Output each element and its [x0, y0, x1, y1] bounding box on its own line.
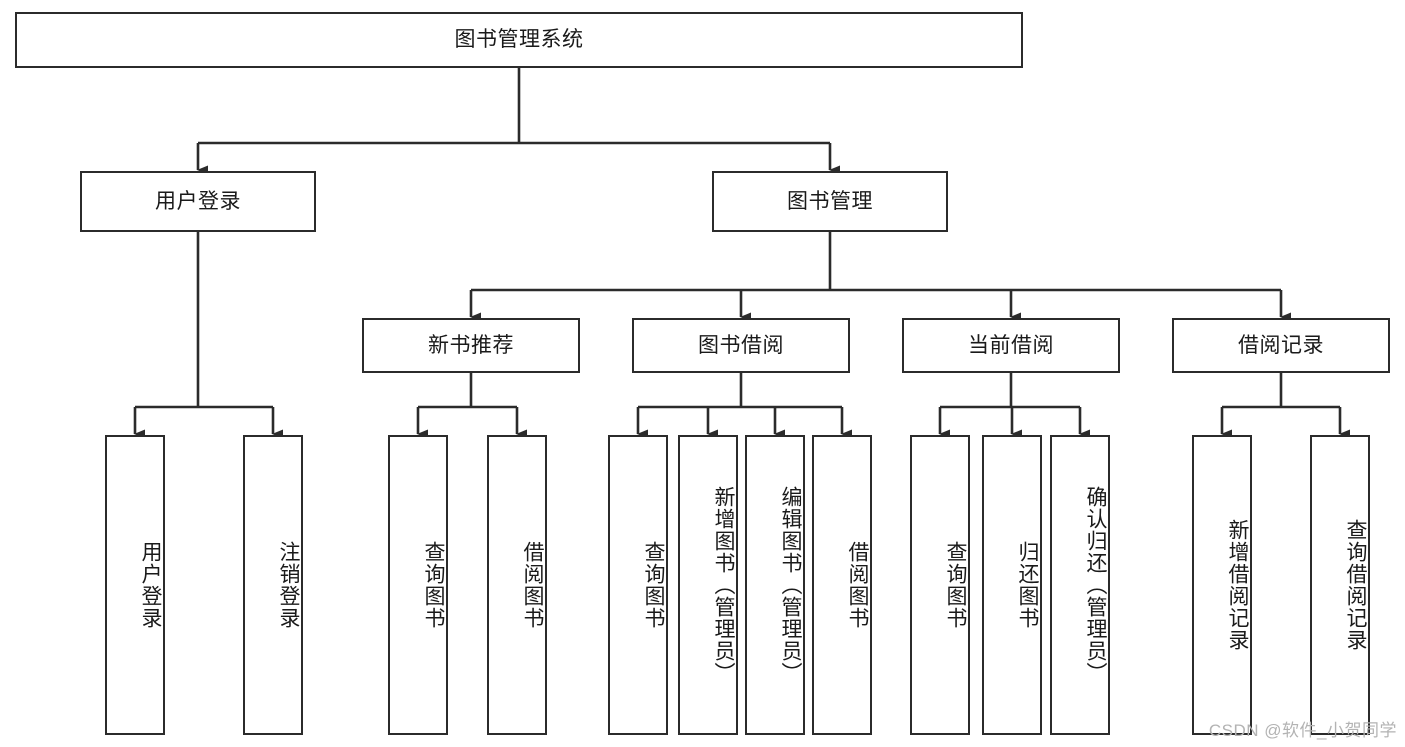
node-user-login[interactable]: 用户登录	[80, 171, 316, 232]
node-label: 用户登录	[139, 541, 162, 629]
node-book-manage[interactable]: 图书管理	[712, 171, 948, 232]
node-label: 编辑图书（管理员）	[779, 486, 802, 684]
node-borrow-record[interactable]: 借阅记录	[1172, 318, 1390, 373]
node-root[interactable]: 图书管理系统	[15, 12, 1023, 68]
node-leaf-add-record[interactable]: 新增借阅记录	[1192, 435, 1252, 735]
node-label: 查询借阅记录	[1344, 519, 1367, 651]
node-label: 图书管理	[787, 189, 873, 213]
node-leaf-user-login[interactable]: 用户登录	[105, 435, 165, 735]
watermark-label: CSDN @软件_小贺同学	[1208, 721, 1397, 740]
node-label: 图书管理系统	[454, 28, 584, 52]
node-label: 当前借阅	[968, 333, 1054, 357]
node-leaf-query-book-cur[interactable]: 查询图书	[910, 435, 970, 735]
node-label: 借阅图书	[521, 541, 544, 629]
node-current-borrow[interactable]: 当前借阅	[902, 318, 1120, 373]
node-leaf-query-book-borrow[interactable]: 查询图书	[608, 435, 668, 735]
node-label: 图书借阅	[698, 333, 784, 357]
node-leaf-borrow-book[interactable]: 借阅图书	[812, 435, 872, 735]
node-label: 归还图书	[1016, 541, 1039, 629]
node-label: 新书推荐	[428, 333, 514, 357]
node-leaf-borrow-book-rec[interactable]: 借阅图书	[487, 435, 547, 735]
node-leaf-query-book-rec[interactable]: 查询图书	[388, 435, 448, 735]
node-label: 借阅图书	[846, 541, 869, 629]
node-label: 查询图书	[944, 541, 967, 629]
node-label: 借阅记录	[1238, 333, 1324, 357]
node-label: 新增借阅记录	[1226, 519, 1249, 651]
node-leaf-edit-book[interactable]: 编辑图书（管理员）	[745, 435, 805, 735]
node-label: 查询图书	[422, 541, 445, 629]
node-label: 用户登录	[155, 189, 241, 213]
node-label: 新增图书（管理员）	[712, 486, 735, 684]
node-label: 确认归还（管理员）	[1084, 486, 1107, 684]
node-label: 查询图书	[642, 541, 665, 629]
node-book-borrow[interactable]: 图书借阅	[632, 318, 850, 373]
node-leaf-logout[interactable]: 注销登录	[243, 435, 303, 735]
node-leaf-return-book[interactable]: 归还图书	[982, 435, 1042, 735]
node-leaf-confirm-return[interactable]: 确认归还（管理员）	[1050, 435, 1110, 735]
node-label: 注销登录	[277, 541, 300, 629]
node-leaf-query-record[interactable]: 查询借阅记录	[1310, 435, 1370, 735]
node-leaf-add-book[interactable]: 新增图书（管理员）	[678, 435, 738, 735]
node-new-book-recommend[interactable]: 新书推荐	[362, 318, 580, 373]
